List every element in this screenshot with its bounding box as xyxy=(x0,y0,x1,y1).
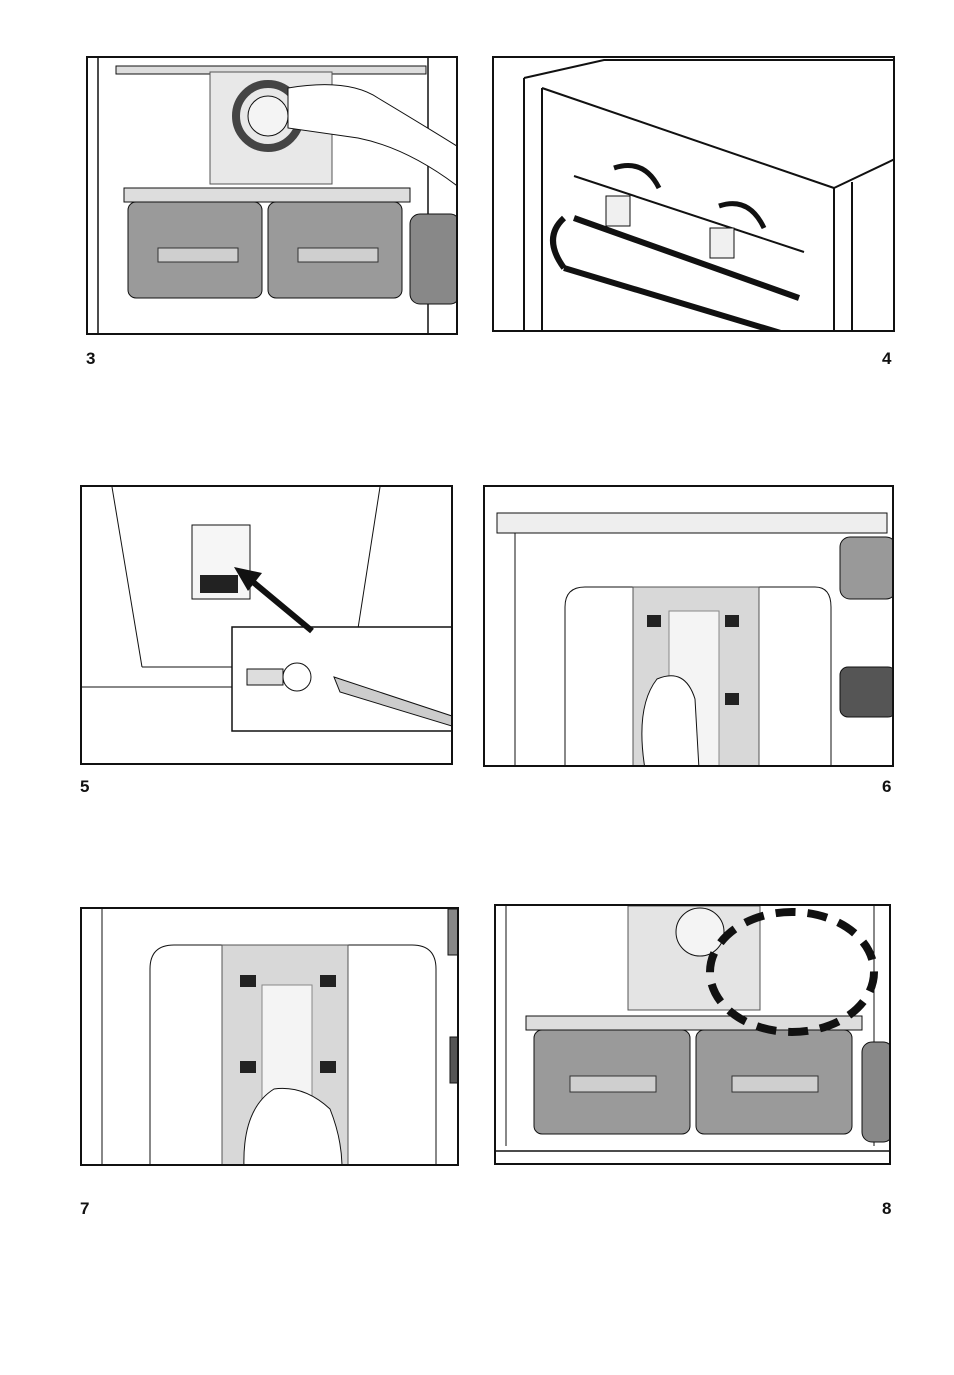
figure-5-illustration xyxy=(82,487,451,732)
figure-8-panel xyxy=(494,904,891,1165)
figure-7-illustration xyxy=(101,909,457,1164)
figure-3-number: 3 xyxy=(86,349,96,368)
figure-7-number: 7 xyxy=(80,1199,90,1218)
figure-3-panel xyxy=(86,56,458,335)
highlight-ring-shape xyxy=(706,908,878,1036)
figure-6-illustration xyxy=(496,512,892,765)
figure-5-panel xyxy=(80,485,453,765)
figure-3-illustration xyxy=(97,58,456,333)
figure-4-illustration xyxy=(523,59,893,330)
figure-8-number: 8 xyxy=(882,1199,892,1218)
figure-7-panel xyxy=(80,907,459,1166)
figure-6-number: 6 xyxy=(882,777,892,796)
figure-4-panel xyxy=(492,56,895,332)
figure-6-panel xyxy=(483,485,894,767)
figure-4-number: 4 xyxy=(882,349,892,368)
figure-8-illustration xyxy=(496,906,889,1152)
figure-5-number: 5 xyxy=(80,777,90,796)
